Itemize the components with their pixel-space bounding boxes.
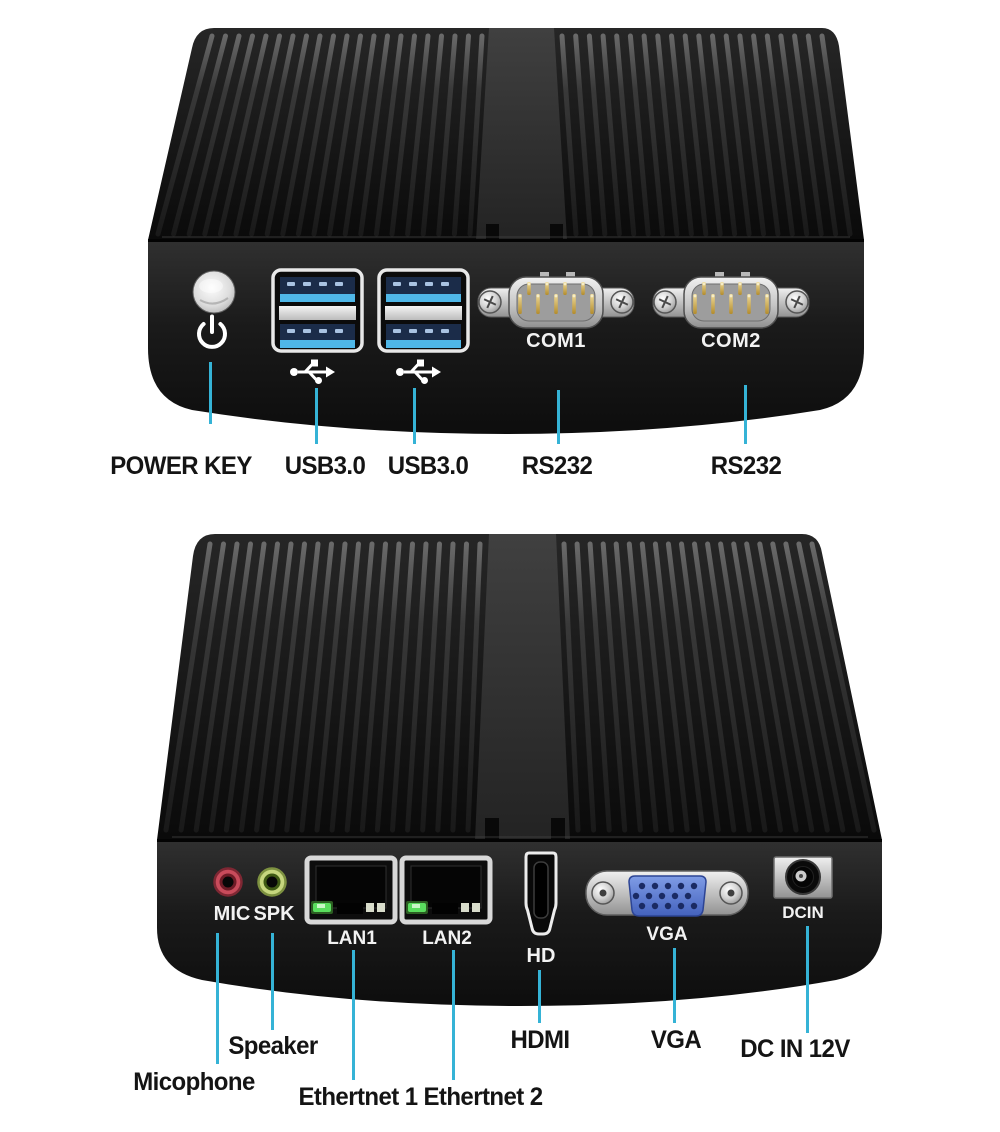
label-rs232-1: RS232 <box>521 452 593 480</box>
spk-jack <box>257 867 287 897</box>
label-ethernet1: Ethertnet 1 <box>298 1083 418 1111</box>
label-usb3-2: USB3.0 <box>387 452 469 480</box>
dc-jack <box>773 856 833 899</box>
label-microphone: Micophone <box>133 1068 255 1096</box>
label-dc-in-12v: DC IN 12V <box>740 1035 850 1063</box>
callout-line-microphone <box>216 933 219 1064</box>
rear-heatsink-fins <box>163 541 877 833</box>
callout-line-hdmi <box>538 970 541 1023</box>
front-heatsink-channel <box>476 28 567 240</box>
serial-port-com2: COM2 <box>652 272 810 352</box>
usb-icon <box>396 359 441 384</box>
usb-contact-pads <box>393 282 449 333</box>
channel-notch <box>486 224 499 240</box>
label-speaker: Speaker <box>228 1032 318 1060</box>
callout-line-rs232-1 <box>557 390 560 444</box>
label-vga: VGA <box>650 1026 702 1054</box>
label-rs232-2: RS232 <box>710 452 782 480</box>
mic-port-label: MIC <box>214 903 251 925</box>
usb3-port-stack-1 <box>271 268 364 353</box>
label-power-key: POWER KEY <box>110 452 252 480</box>
rear-heatsink-channel <box>475 534 570 840</box>
spk-port-label: SPK <box>253 903 295 925</box>
hdmi-port-label: HD <box>527 945 556 967</box>
serial-port-com1: COM1 <box>477 272 635 352</box>
vga-port-label: VGA <box>646 924 687 945</box>
callout-line-ethernet2 <box>452 950 455 1080</box>
db9-pins <box>518 282 594 314</box>
callout-line-rs232-2 <box>744 385 747 444</box>
callout-line-usb1 <box>315 388 318 444</box>
label-hdmi: HDMI <box>510 1026 570 1054</box>
callout-line-vga <box>673 948 676 1023</box>
vga-pin-holes <box>632 882 698 910</box>
callout-line-speaker <box>271 933 274 1030</box>
db9-pins <box>693 282 769 314</box>
mini-pc-front-view: COM1 COM2 <box>148 28 864 434</box>
com1-port-label: COM1 <box>526 330 586 352</box>
lan1-port-label: LAN1 <box>327 928 377 949</box>
channel-notch <box>550 224 563 240</box>
label-usb3-1: USB3.0 <box>284 452 366 480</box>
power-button <box>192 270 236 314</box>
callout-line-usb2 <box>413 388 416 444</box>
mic-jack <box>213 867 243 897</box>
front-heatsink-fins <box>155 33 853 237</box>
usb-icon <box>290 359 335 384</box>
lan-port-2 <box>399 855 493 925</box>
channel-notch <box>485 818 499 840</box>
power-icon <box>197 314 227 349</box>
callout-line-dcin <box>806 926 809 1033</box>
label-ethernet2: Ethertnet 2 <box>423 1083 543 1111</box>
lan-port-1 <box>304 855 398 925</box>
vga-port <box>585 870 749 917</box>
callout-line-ethernet1 <box>352 950 355 1080</box>
usb3-port-stack-2 <box>377 268 470 353</box>
lan2-port-label: LAN2 <box>422 928 472 949</box>
usb-contact-pads <box>287 282 343 333</box>
hdmi-port <box>524 851 558 936</box>
mini-pc-rear-view: MIC SPK LAN1 LAN2 <box>157 534 882 1006</box>
channel-notch <box>551 818 565 840</box>
com2-port-label: COM2 <box>701 330 761 352</box>
dcin-port-label: DCIN <box>782 903 824 922</box>
callout-line-power <box>209 362 212 424</box>
